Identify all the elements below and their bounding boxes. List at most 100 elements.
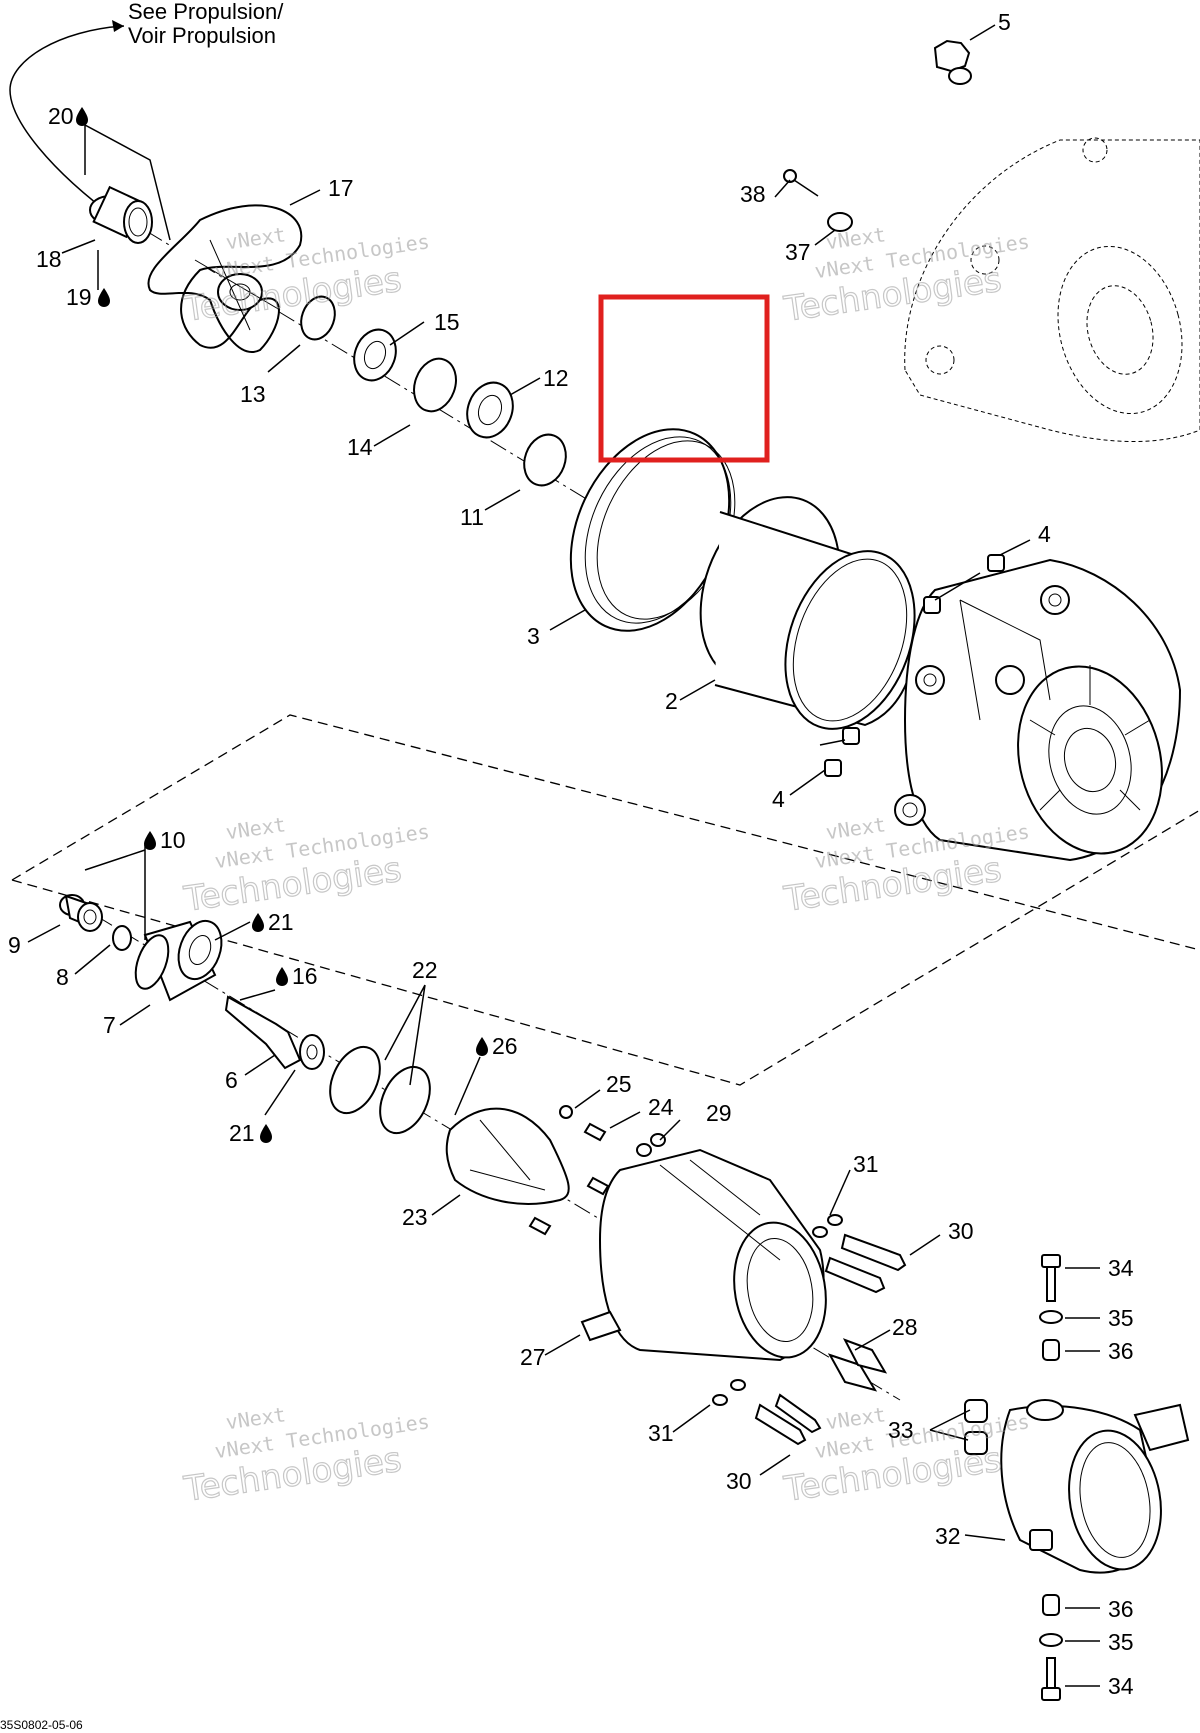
grommet-part-37: [827, 212, 853, 232]
callout-label: 30: [948, 1218, 974, 1244]
callout-label: 29: [706, 1100, 732, 1126]
screw-part-34-top: [1041, 1254, 1061, 1302]
fill-plug-part-5: [933, 39, 972, 85]
o-rings-part-22: [329, 1045, 431, 1135]
see-propulsion-note: See Propulsion/ Voir Propulsion: [9, 0, 284, 221]
screw-part-34-bottom: [1041, 1657, 1061, 1701]
callout-label: 30: [726, 1468, 752, 1494]
reference-housing-dashed: [904, 137, 1200, 442]
watermark-2: vNext vNext Technologies Technologies: [780, 222, 1031, 330]
callout-label: 32: [935, 1523, 961, 1549]
arrowhead-icon: [112, 20, 124, 32]
callout-label: 15: [434, 309, 460, 335]
venturi-part-27: [580, 1148, 827, 1362]
lubricant-drop-icon: [252, 913, 264, 932]
lubricant-drop-icon: [276, 967, 288, 986]
callout-label: 35: [1108, 1305, 1134, 1331]
lubricant-drop-icon: [260, 1124, 272, 1143]
hardware-part-25: [559, 1105, 573, 1119]
washer-part-35-top: [1039, 1310, 1063, 1324]
o-ring-part-11: [523, 433, 567, 487]
callout-labels: 20 18 19 17 13 15 14 12 11 3 2 4 4 5 38 …: [8, 9, 1134, 1699]
callout-label: 4: [772, 786, 785, 812]
callout-label: 36: [1108, 1338, 1134, 1364]
lubricant-drop-icon: [476, 1037, 488, 1056]
bearing-part-7: [134, 919, 223, 1002]
sleeve-part-18: [89, 185, 153, 244]
screw-part-38: [783, 169, 819, 197]
callout-label: 20: [48, 103, 74, 129]
bolt-part-30-top: [824, 1233, 907, 1294]
washer-part-31-top: [812, 1214, 843, 1238]
wear-ring-part-3: [569, 428, 736, 632]
callout-label: 7: [103, 1012, 116, 1038]
pins-part-28: [827, 1338, 888, 1392]
liner-part-2: [699, 496, 916, 730]
callout-label: 35: [1108, 1629, 1134, 1655]
washer-part-35-bottom: [1039, 1633, 1063, 1647]
callout-label: 36: [1108, 1596, 1134, 1622]
bushings-part-33: [964, 1399, 988, 1455]
callout-label: 21: [229, 1120, 255, 1146]
callout-label: 9: [8, 932, 21, 958]
callout-label: 13: [240, 381, 266, 407]
circlip-part-13: [300, 295, 336, 341]
callout-label: 14: [347, 434, 373, 460]
callout-label: 8: [56, 964, 69, 990]
callout-label: 37: [785, 239, 811, 265]
assembly-boundary-bottom: [11, 809, 1200, 1086]
note-line-2: Voir Propulsion: [128, 23, 276, 48]
callout-label: 24: [648, 1094, 674, 1120]
callout-label: 6: [225, 1067, 238, 1093]
lubricant-drop-icon: [144, 831, 156, 850]
callout-label: 12: [543, 365, 569, 391]
shaft-part-6: [224, 995, 325, 1070]
note-line-1: See Propulsion/: [128, 0, 284, 24]
seal-part-15: [353, 328, 397, 382]
callout-label: 10: [160, 827, 186, 853]
lubricant-icons: [76, 107, 488, 1143]
callout-label: 22: [412, 957, 438, 983]
watermark-5: vNext vNext Technologies Technologies: [180, 1402, 431, 1510]
steering-nozzle-part-32: [1000, 1399, 1190, 1574]
bolt-part-30-bottom: [754, 1393, 822, 1446]
callout-label: 38: [740, 181, 766, 207]
callout-label: 17: [328, 175, 354, 201]
reference-arrow: [9, 25, 125, 221]
callout-label: 21: [268, 909, 294, 935]
cone-part-23: [445, 1107, 570, 1205]
pump-housing: [894, 558, 1182, 862]
callout-label: 11: [460, 504, 484, 530]
o-ring-part-8: [112, 925, 132, 951]
bearing-part-12: [466, 381, 514, 439]
callout-label: 31: [853, 1151, 879, 1177]
callout-label: 5: [998, 9, 1011, 35]
assembly-boundary-top: [11, 714, 1200, 951]
callout-label: 19: [66, 284, 92, 310]
watermark-3: vNext vNext Technologies Technologies: [180, 812, 431, 920]
bushing-part-9: [59, 894, 103, 932]
bushing-part-36-top: [1042, 1339, 1060, 1361]
callout-label: 34: [1108, 1255, 1134, 1281]
callout-label: 33: [888, 1417, 914, 1443]
callout-label: 3: [527, 623, 540, 649]
callout-label: 18: [36, 246, 62, 272]
callout-label: 16: [292, 963, 318, 989]
callout-label: 23: [402, 1204, 428, 1230]
callout-label: 4: [1038, 521, 1051, 547]
o-rings-part-29: [636, 1133, 666, 1157]
callout-label: 31: [648, 1420, 674, 1446]
callout-label: 25: [606, 1071, 632, 1097]
callout-label: 26: [492, 1033, 518, 1059]
drawing-code: 35S0802-05-06: [0, 1718, 83, 1732]
lubricant-drop-icon: [76, 107, 88, 126]
callout-label: 2: [665, 688, 678, 714]
impeller-part-17: [147, 204, 303, 353]
callout-label: 28: [892, 1314, 918, 1340]
leader-lines: [27, 24, 1100, 1687]
callout-label: 27: [520, 1344, 546, 1370]
dowel-pins-part-4-top: [923, 554, 1005, 614]
screw-part-24: [528, 1122, 610, 1236]
dowel-pins-part-4-bottom: [824, 727, 860, 777]
